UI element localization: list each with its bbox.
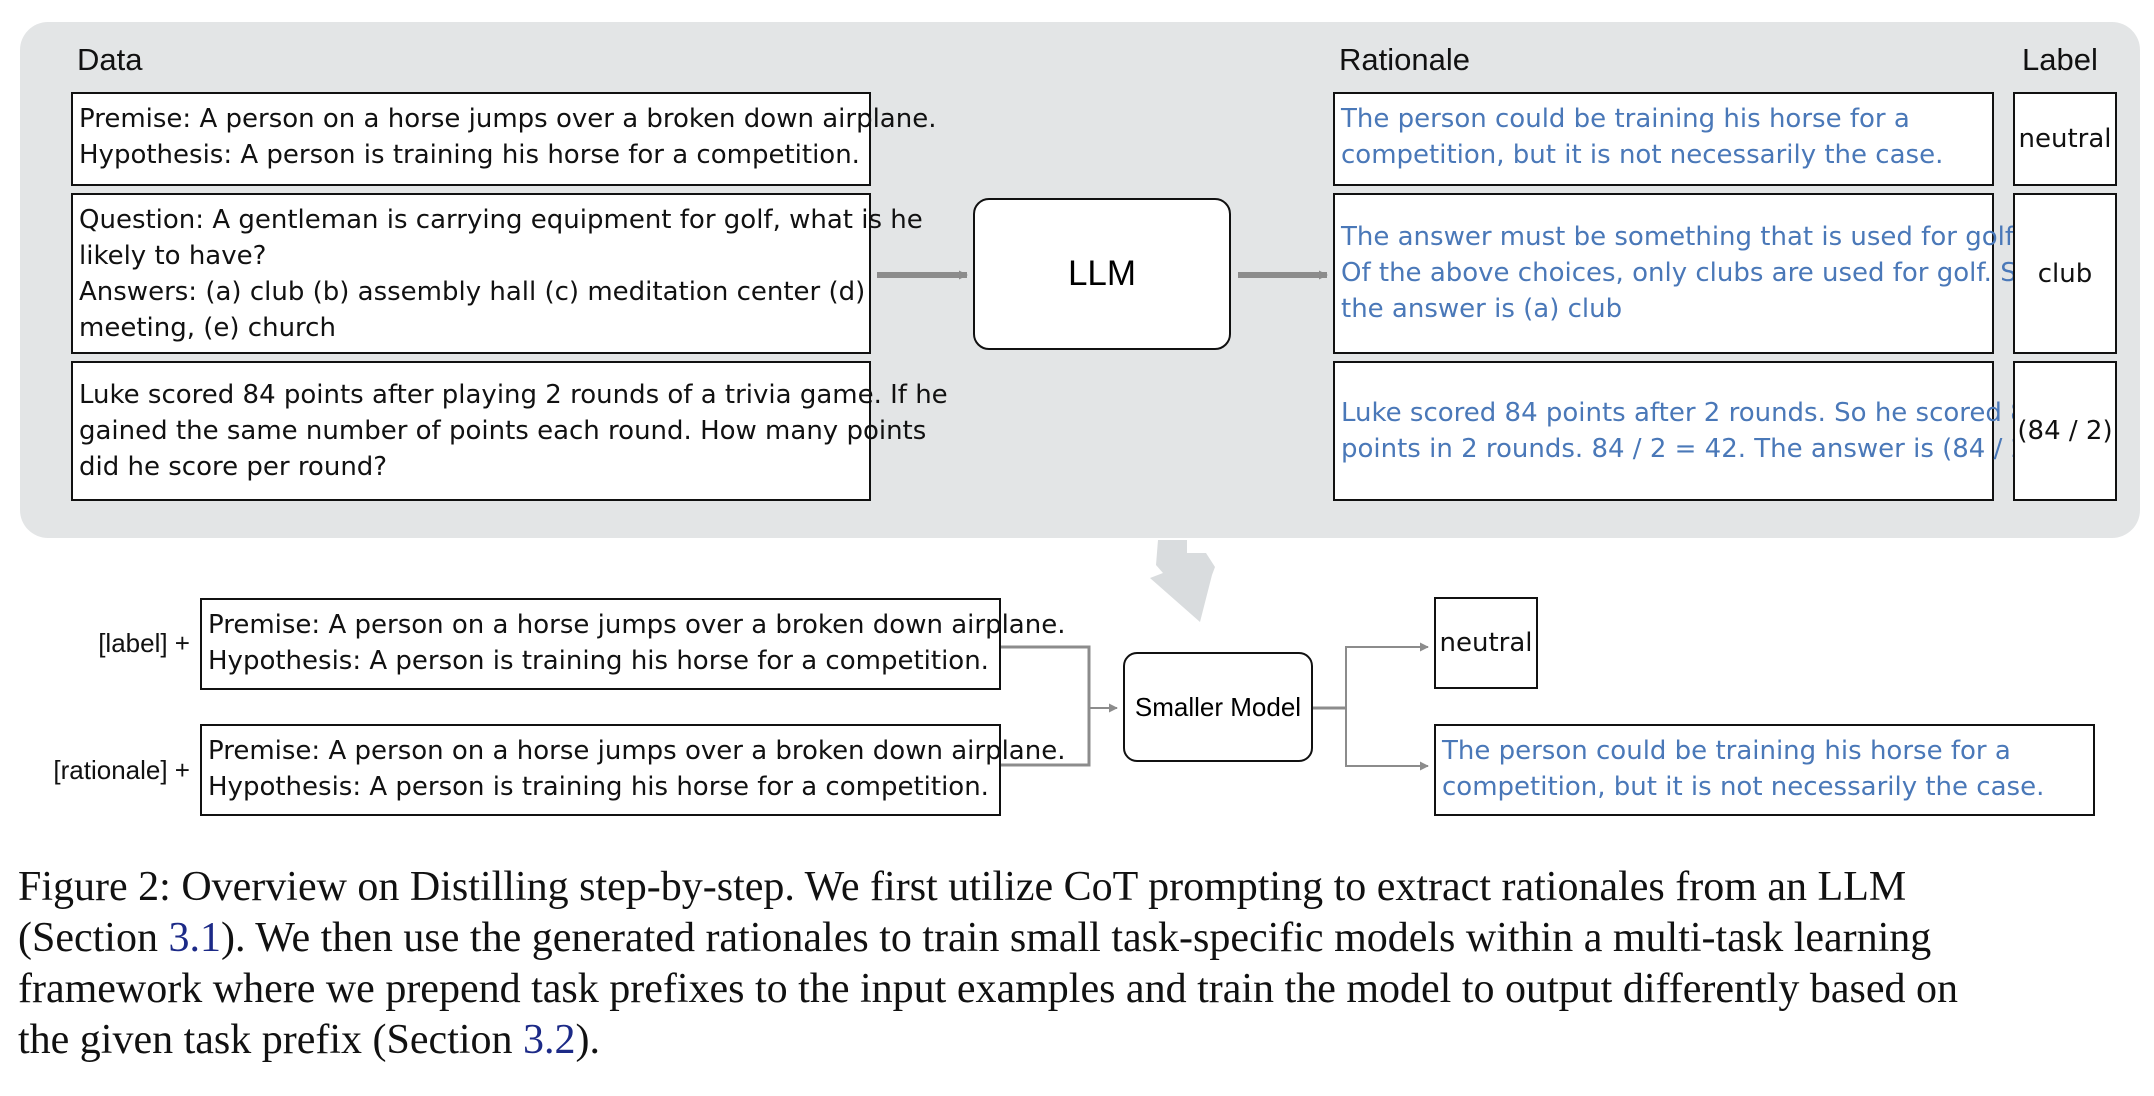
rationale-line: points in 2 rounds. 84 / 2 = 42. The ans… [1341, 434, 2038, 464]
input-line: likely to have? [79, 241, 267, 271]
label-prefix: [label] + [98, 628, 190, 658]
rationale-line: The answer must be something that is use… [1341, 222, 2021, 252]
caption-text: ). [575, 1017, 601, 1063]
label-output: neutral [1434, 597, 1538, 689]
input-line: Premise: A person on a horse jumps over … [79, 104, 937, 134]
caption-line: Figure 2: Overview on Distilling step-by… [18, 864, 1907, 910]
rationale-header: Rationale [1339, 42, 1470, 77]
rationale-qa: The answer must be something that is use… [1333, 193, 2033, 354]
caption-text: the given task prefix (Section [18, 1017, 524, 1063]
input-example-math: Luke scored 84 points after playing 2 ro… [71, 361, 948, 501]
figure-caption: Figure 2: Overview on Distilling step-by… [18, 862, 2143, 1066]
label-header: Label [2022, 42, 2098, 77]
rationale-nli: The person could be training his horse f… [1333, 92, 1994, 186]
input-line: Premise: A person on a horse jumps over … [208, 610, 1066, 640]
rationale-line: competition, but it is not necessarily t… [1442, 772, 2045, 802]
data-header: Data [77, 42, 143, 77]
rationale-line: Of the above choices, only clubs are use… [1341, 258, 2033, 288]
input-line: Premise: A person on a horse jumps over … [208, 736, 1066, 766]
train-input-rationale-task: Premise: A person on a horse jumps over … [200, 724, 1066, 816]
rationale-prefix: [rationale] + [53, 755, 190, 785]
input-line: meeting, (e) church [79, 313, 336, 343]
input-example-nli: Premise: A person on a horse jumps over … [71, 92, 937, 186]
rationale-line: The person could be training his horse f… [1341, 104, 1910, 134]
rationale-line: The person could be training his horse f… [1442, 736, 2011, 766]
input-line: Answers: (a) club (b) assembly hall (c) … [79, 277, 866, 307]
section-reference-link[interactable]: 3.1 [168, 915, 221, 961]
label-nli: neutral [2013, 92, 2117, 186]
rationale-math: Luke scored 84 points after 2 rounds. So… [1333, 361, 2044, 501]
smaller-model-box: Smaller Model [1123, 652, 1313, 762]
input-line: gained the same number of points each ro… [79, 416, 927, 446]
caption-line: (Section 3.1). We then use the generated… [18, 913, 2143, 964]
rationale-line: the answer is (a) club [1341, 294, 1623, 324]
input-line: did he score per round? [79, 452, 388, 482]
input-line: Hypothesis: A person is training his hor… [208, 772, 989, 802]
caption-line: framework where we prepend task prefixes… [18, 966, 1958, 1012]
input-line: Question: A gentleman is carrying equipm… [79, 205, 923, 235]
input-line: Hypothesis: A person is training his hor… [208, 646, 989, 676]
arrow-to-rationale-output [1345, 708, 1429, 771]
rationale-line: Luke scored 84 points after 2 rounds. So… [1341, 398, 2044, 428]
connector-label-input [1000, 645, 1091, 708]
label-math: (84 / 2) [2013, 361, 2117, 501]
arrow-to-label-output [1345, 642, 1429, 708]
input-line: Luke scored 84 points after playing 2 ro… [79, 380, 948, 410]
input-example-qa: Question: A gentleman is carrying equipm… [71, 193, 923, 354]
caption-text: (Section [18, 915, 169, 961]
input-line: Hypothesis: A person is training his hor… [79, 140, 860, 170]
down-arrow-icon [1150, 540, 1215, 622]
caption-text: ). We then use the generated rationales … [220, 915, 1932, 961]
train-input-label-task: Premise: A person on a horse jumps over … [200, 598, 1066, 690]
label-qa: club [2013, 193, 2117, 354]
section-reference-link[interactable]: 3.2 [523, 1017, 576, 1063]
llm-box: LLM [973, 198, 1231, 350]
rationale-line: competition, but it is not necessarily t… [1341, 140, 1944, 170]
rationale-output: The person could be training his horse f… [1434, 724, 2095, 816]
connector-rationale-input [1000, 708, 1091, 767]
caption-line: the given task prefix (Section 3.2). [18, 1015, 2143, 1066]
